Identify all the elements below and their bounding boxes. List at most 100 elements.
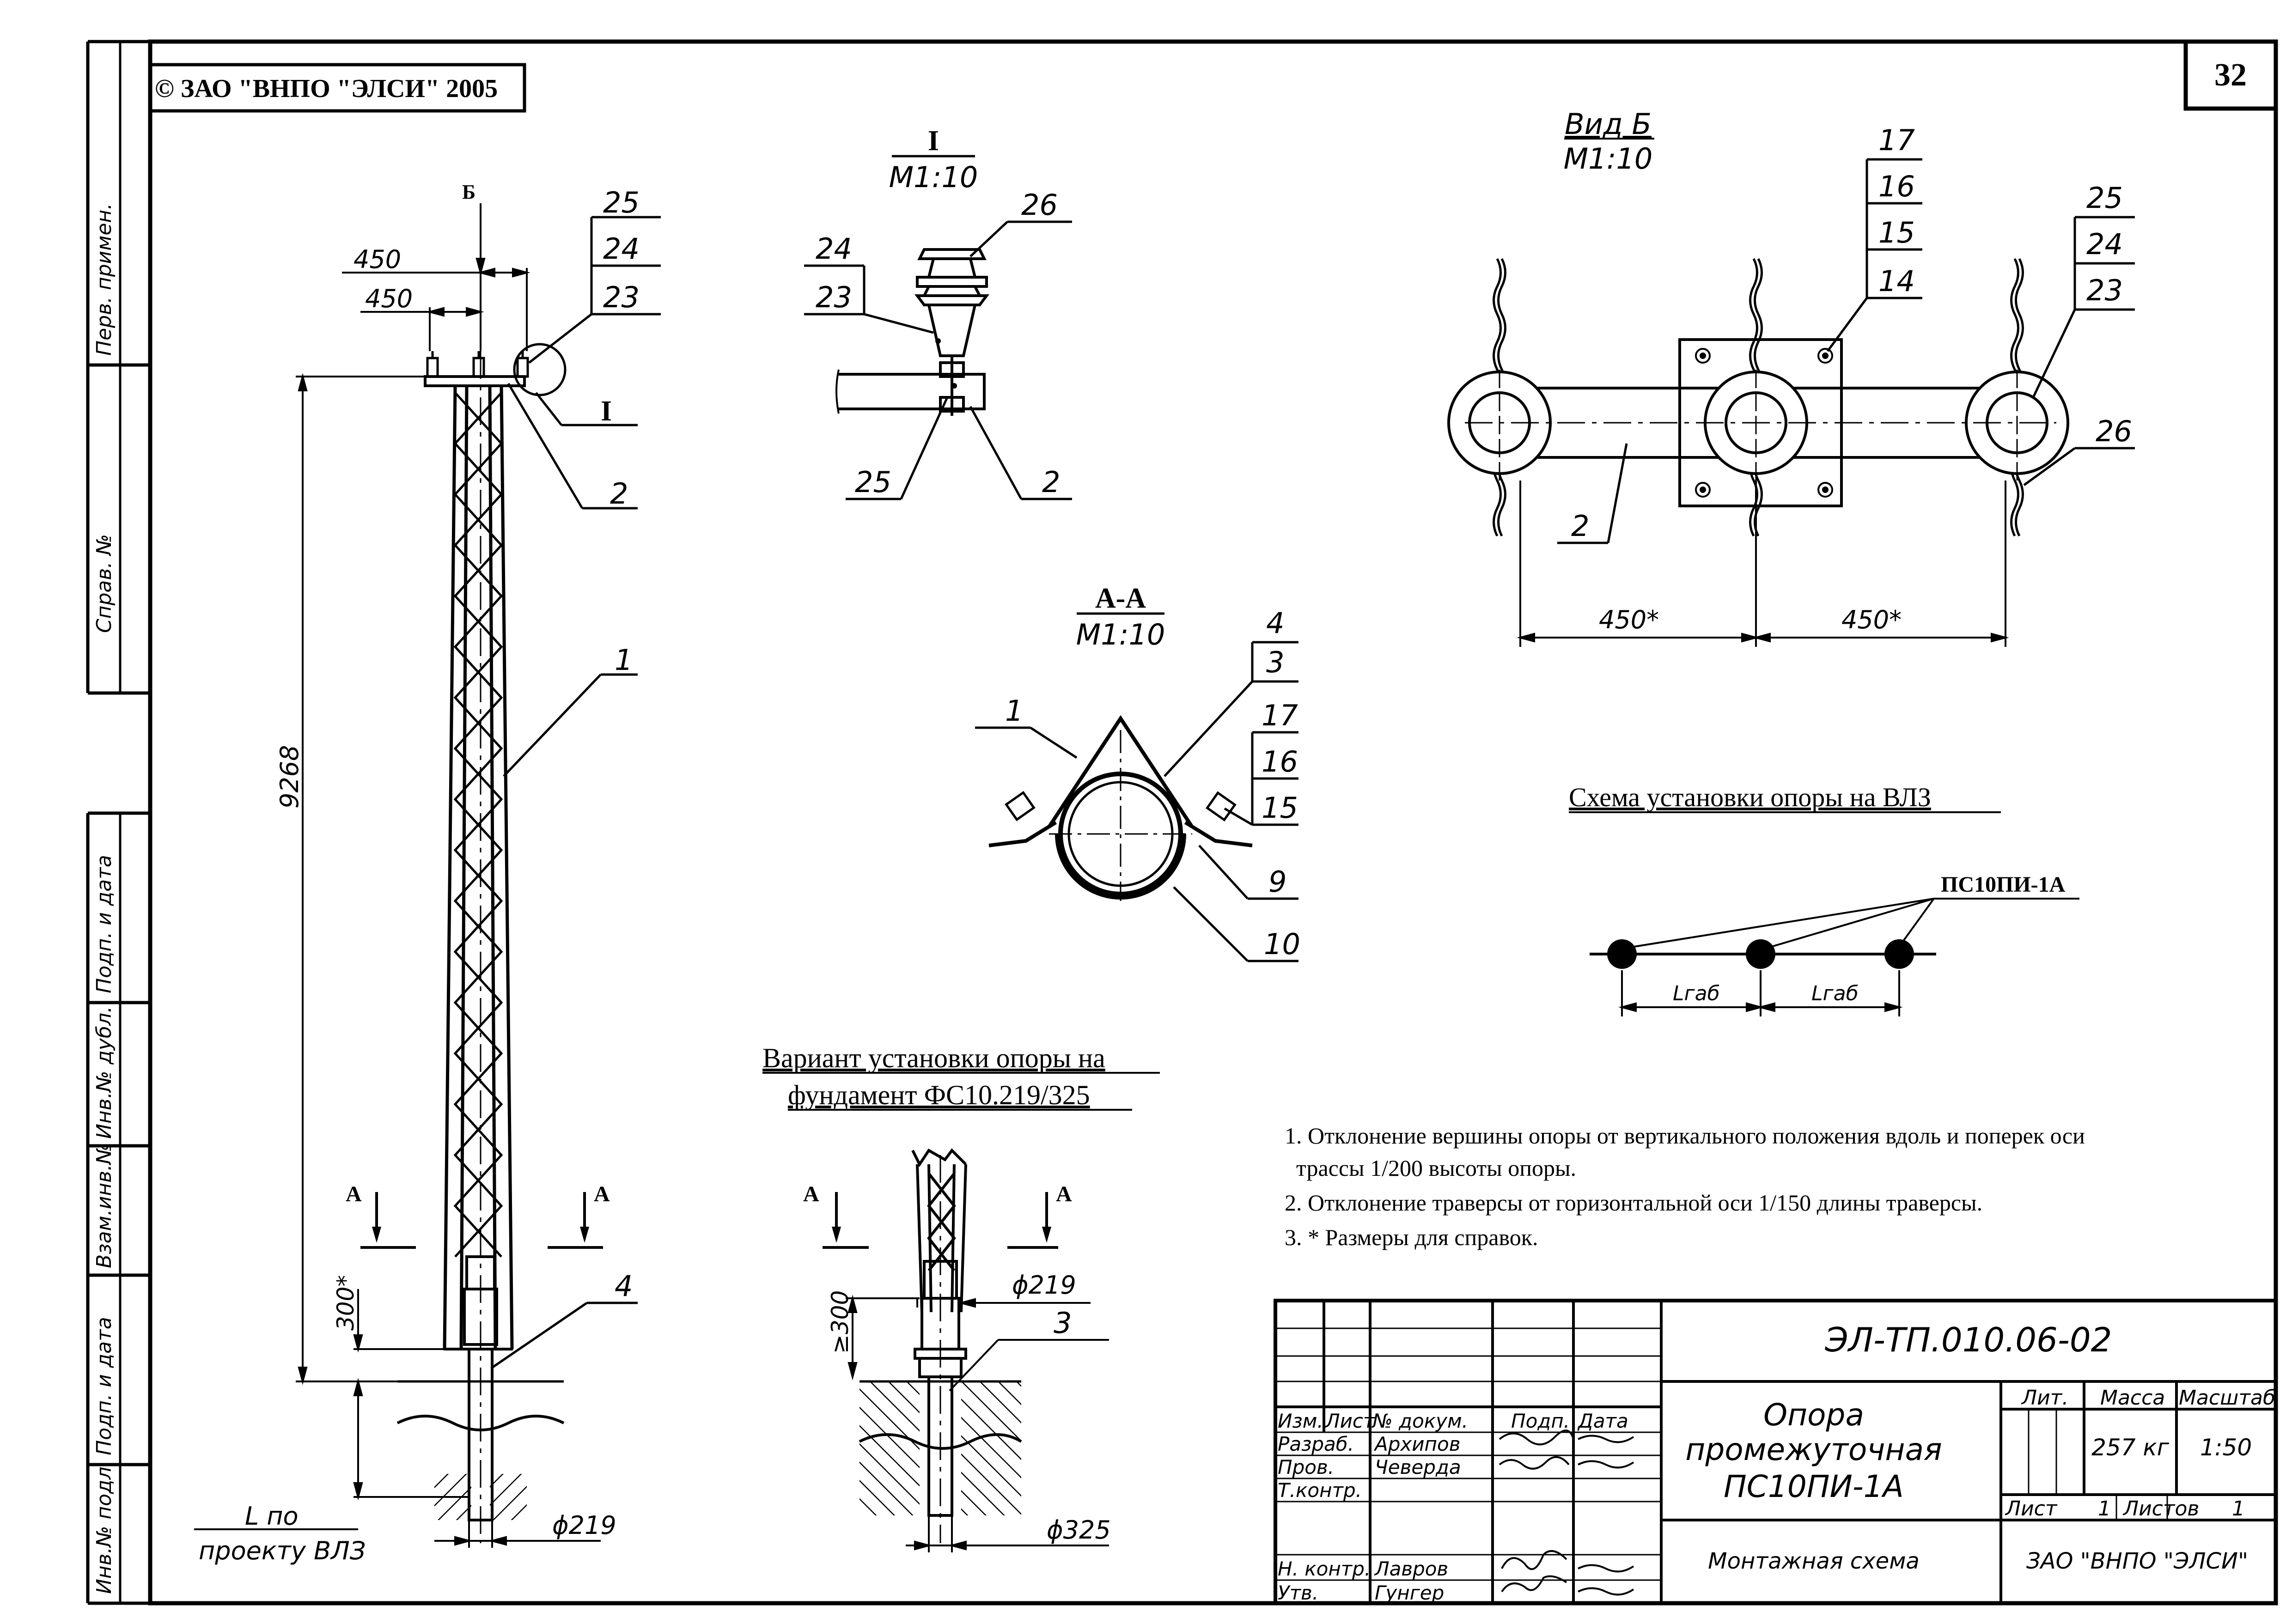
foundation-pos-3: 3 xyxy=(1054,1306,1072,1340)
doc-code: ЭЛ-ТП.010.06-02 xyxy=(1825,1320,2112,1359)
pos-3-aa: 3 xyxy=(1266,645,1284,679)
tb-row-utv-name: Гунгер xyxy=(1375,1581,1444,1604)
section-a-right: А xyxy=(594,1182,610,1206)
pos-25-main: 25 xyxy=(603,186,640,219)
main-tower-view: Б 450 450 9268 300* xyxy=(194,181,661,1565)
lgab-2: Lгаб xyxy=(1811,982,1859,1005)
pos-15-b: 15 xyxy=(1878,216,1915,249)
strip-sprav-no: Справ. № xyxy=(92,534,116,633)
detail-i-scale: М1:10 xyxy=(889,160,978,194)
callout-i-circle xyxy=(513,343,567,396)
detail-i-title: I xyxy=(928,125,939,157)
vlz-scheme-title: Схема установки опоры на ВЛЗ xyxy=(1569,782,1931,812)
tb-listov-label: Листов xyxy=(2122,1497,2199,1521)
view-b: Вид Б М1:10 xyxy=(1447,107,2135,647)
pos-4-main: 4 xyxy=(615,1269,633,1303)
doc-subtitle: Монтажная схема xyxy=(1708,1548,1920,1574)
tb-row-prov: Пров. xyxy=(1278,1456,1334,1478)
doc-name-line-3: ПС10ПИ-1А xyxy=(1724,1469,1904,1504)
pos-25-detail: 25 xyxy=(855,465,891,499)
dim-9268: 9268 xyxy=(275,745,304,809)
vlz-label: ПС10ПИ-1А xyxy=(1941,872,2066,897)
foundation-dim-d325: ϕ325 xyxy=(1047,1515,1111,1545)
dim-450-right-b: 450* xyxy=(1841,605,1902,634)
tb-listov-value: 1 xyxy=(2232,1497,2245,1521)
pos-1-main: 1 xyxy=(615,643,633,677)
header: © ЗАО "ВНПО "ЭЛСИ" 2005 32 xyxy=(148,39,2278,113)
vlz-scheme: Схема установки опоры на ВЛЗ ПС10ПИ-1А L… xyxy=(1569,782,2079,1016)
view-b-scale: М1:10 xyxy=(1564,142,1653,176)
strip-vzam-inv: Взам.инв.№ xyxy=(92,1143,116,1268)
sheet-frame xyxy=(86,39,2278,1606)
callout-i-label: I xyxy=(601,395,612,427)
arrow-b-label: Б xyxy=(462,181,475,203)
pos-25-b: 25 xyxy=(2086,181,2123,215)
pos-14-b: 14 xyxy=(1878,264,1915,298)
pos-9-aa: 9 xyxy=(1268,865,1286,899)
foundation-title-2: фундамент ФС10.219/325 xyxy=(788,1080,1090,1110)
note-1-line-2: трассы 1/200 высоты опоры. xyxy=(1296,1155,1576,1181)
label-l-po: L по xyxy=(245,1502,299,1531)
tb-col-ndok: № докум. xyxy=(1372,1410,1468,1432)
pos-26-b: 26 xyxy=(2096,414,2132,448)
tb-list-value: 1 xyxy=(2098,1497,2111,1521)
foundation-section-a-right: А xyxy=(1056,1182,1072,1206)
pos-17-b: 17 xyxy=(1878,123,1915,157)
pos-24-main: 24 xyxy=(603,232,640,266)
view-b-title: Вид Б xyxy=(1565,107,1652,141)
pos-24-detail: 24 xyxy=(816,232,852,266)
dim-450-top: 450 xyxy=(354,245,401,274)
vlz-pole-3 xyxy=(1884,939,1914,969)
dim-d219-main: ϕ219 xyxy=(552,1511,616,1540)
company-name: ЗАО "ВНПО "ЭЛСИ" xyxy=(2026,1548,2248,1574)
tb-masshtab: 1:50 xyxy=(2200,1434,2252,1461)
foundation-dim-d219: ϕ219 xyxy=(1012,1271,1076,1300)
dim-450-bottom: 450 xyxy=(365,284,413,313)
tb-col-podp: Подп. xyxy=(1511,1410,1570,1432)
notes: 1. Отклонение вершины опоры от вертикаль… xyxy=(1285,1123,2085,1250)
tb-row-tkontr: Т.контр. xyxy=(1278,1479,1362,1502)
tb-list-label: Лист xyxy=(2005,1497,2058,1521)
pos-23-b: 23 xyxy=(2086,274,2123,307)
pos-16-b: 16 xyxy=(1878,170,1915,203)
foundation-title-1: Вариант установки опоры на xyxy=(762,1043,1105,1073)
tb-row-razrab-name: Архипов xyxy=(1373,1433,1460,1455)
section-aa: А-А М1:10 xyxy=(975,583,1300,962)
pos-15-aa: 15 xyxy=(1262,791,1298,825)
tb-h-massa: Масса xyxy=(2100,1386,2165,1410)
section-aa-scale: М1:10 xyxy=(1076,618,1165,651)
foundation-dim-300: ≥300 xyxy=(827,1290,853,1354)
pos-16-aa: 16 xyxy=(1262,745,1298,779)
pos-10-aa: 10 xyxy=(1264,927,1300,961)
tb-massa: 257 кг xyxy=(2091,1434,2170,1461)
pos-23-detail: 23 xyxy=(816,280,852,314)
doc-name-line-1: Опора xyxy=(1763,1397,1864,1433)
title-block: ЭЛ-ТП.010.06-02 Опора промежуточная ПС10… xyxy=(1274,1299,2278,1605)
vlz-pole-1 xyxy=(1607,939,1637,969)
label-proektu: проекту ВЛЗ xyxy=(199,1536,366,1565)
strip-podp-data-2: Подп. и дата xyxy=(92,1317,116,1455)
lgab-1: Lгаб xyxy=(1673,982,1720,1005)
note-3: 3. * Размеры для справок. xyxy=(1285,1224,1538,1250)
strip-inv-dubl: Инв.№ дубл. xyxy=(92,1006,116,1139)
tb-row-utv: Утв. xyxy=(1278,1581,1318,1604)
section-a-left: А xyxy=(346,1182,362,1206)
pos-24-b: 24 xyxy=(2086,227,2123,261)
note-1-line-1: 1. Отклонение вершины опоры от вертикаль… xyxy=(1285,1123,2085,1149)
vlz-pole-2 xyxy=(1746,939,1775,969)
section-aa-title: А-А xyxy=(1095,583,1146,614)
copyright-text: © ЗАО "ВНПО "ЭЛСИ" 2005 xyxy=(155,74,498,103)
note-2: 2. Отклонение траверсы от горизонтальной… xyxy=(1285,1190,1982,1216)
tb-row-nkontr: Н. контр. xyxy=(1278,1557,1371,1580)
dim-300: 300* xyxy=(332,1275,359,1331)
page-number: 32 xyxy=(2214,57,2247,93)
pos-26-detail: 26 xyxy=(1021,188,1058,222)
detail-i: I М1:10 xyxy=(804,125,1072,500)
doc-name-line-2: промежуточная xyxy=(1685,1432,1942,1467)
pos-2-main: 2 xyxy=(610,477,628,511)
tb-col-izm: Изм. xyxy=(1278,1410,1323,1432)
pos-2-b: 2 xyxy=(1571,509,1589,543)
tb-h-lit: Лит. xyxy=(2021,1386,2068,1410)
strip-podp-data-1: Подп. и дата xyxy=(92,855,116,993)
